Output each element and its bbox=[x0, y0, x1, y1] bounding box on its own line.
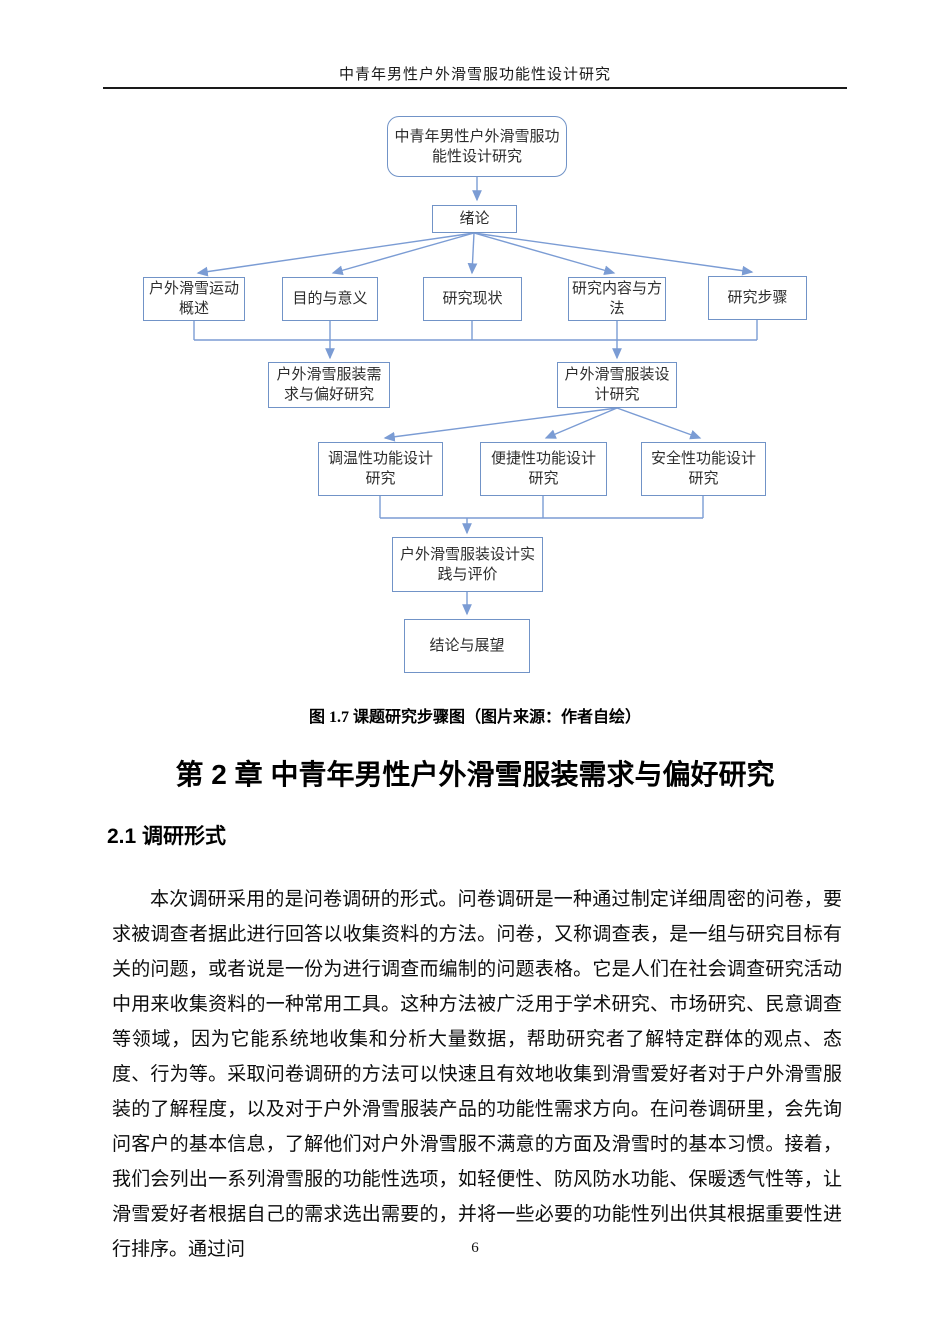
running-header: 中青年男性户外滑雪服功能性设计研究 bbox=[338, 67, 611, 83]
flow-node-needs-line1: 户外滑雪服装需 bbox=[276, 366, 382, 383]
flow-node-design-line1: 户外滑雪服装设 bbox=[564, 366, 670, 383]
flow-node-conclusion-line1: 结论与展望 bbox=[429, 637, 505, 654]
flow-node-overview-line2: 概述 bbox=[178, 300, 209, 317]
flow-node-root-line2: 能性设计研究 bbox=[431, 147, 522, 165]
flow-node-purpose: 目的与意义 bbox=[282, 277, 378, 321]
flow-node-status-line1: 研究现状 bbox=[442, 290, 503, 307]
flow-node-root: 中青年男性户外滑雪服功 能性设计研究 bbox=[387, 116, 567, 177]
flow-node-thermal-line2: 研究 bbox=[365, 470, 396, 487]
flow-node-content-method-line1: 研究内容与方 bbox=[571, 280, 662, 297]
flow-node-overview-line1: 户外滑雪运动 bbox=[148, 280, 239, 297]
section-title: 2.1 调研形式 bbox=[107, 825, 227, 848]
flow-node-practice-line1: 户外滑雪服装设计实 bbox=[399, 545, 535, 563]
flow-node-intro-line1: 绪论 bbox=[459, 210, 490, 227]
flow-node-design-line2: 计研究 bbox=[594, 386, 640, 403]
flow-node-convenience: 便捷性功能设计 研究 bbox=[480, 442, 607, 496]
flow-node-practice-line2: 践与评价 bbox=[437, 565, 498, 583]
flow-node-status: 研究现状 bbox=[423, 277, 522, 321]
flow-node-content-method: 研究内容与方 法 bbox=[568, 277, 666, 321]
flow-node-needs-preference: 户外滑雪服装需 求与偏好研究 bbox=[268, 362, 390, 408]
flow-node-content-method-line2: 法 bbox=[609, 300, 625, 317]
flow-node-safety: 安全性功能设计 研究 bbox=[641, 442, 766, 496]
flow-node-convenience-line2: 研究 bbox=[528, 470, 559, 487]
flow-node-intro: 绪论 bbox=[432, 205, 517, 233]
flow-node-root-line1: 中青年男性户外滑雪服功 bbox=[394, 127, 560, 145]
flow-node-needs-line2: 求与偏好研究 bbox=[283, 386, 374, 403]
flow-node-design-research: 户外滑雪服装设 计研究 bbox=[557, 362, 677, 408]
flow-node-conclusion: 结论与展望 bbox=[404, 619, 530, 673]
header-rule bbox=[103, 87, 847, 89]
flow-node-steps-line1: 研究步骤 bbox=[727, 289, 788, 306]
figure-caption: 图 1.7 课题研究步骤图（图片来源：作者自绘） bbox=[308, 709, 641, 726]
chapter-title: 第 2 章 中青年男性户外滑雪服装需求与偏好研究 bbox=[175, 759, 775, 790]
flow-node-thermal-line1: 调温性功能设计 bbox=[327, 450, 433, 467]
flow-node-steps: 研究步骤 bbox=[708, 276, 807, 320]
flow-connectors bbox=[193, 177, 758, 616]
flow-node-safety-line1: 安全性功能设计 bbox=[650, 450, 756, 467]
flow-node-practice-evaluation: 户外滑雪服装设计实 践与评价 bbox=[392, 537, 543, 592]
flow-node-safety-line2: 研究 bbox=[688, 470, 719, 487]
flow-node-purpose-line1: 目的与意义 bbox=[292, 290, 368, 307]
flow-node-thermal: 调温性功能设计 研究 bbox=[318, 442, 443, 496]
research-steps-flowchart: 中青年男性户外滑雪服功 能性设计研究 绪论 户外滑雪运动 概述 目的与意义 研究… bbox=[143, 116, 807, 726]
flow-node-overview: 户外滑雪运动 概述 bbox=[143, 277, 245, 321]
flow-node-convenience-line1: 便捷性功能设计 bbox=[490, 450, 596, 467]
body-paragraph: 本次调研采用的是问卷调研的形式。问卷调研是一种通过制定详细周密的问卷，要求被调查… bbox=[112, 889, 842, 1260]
page-number: 6 bbox=[471, 1240, 479, 1256]
